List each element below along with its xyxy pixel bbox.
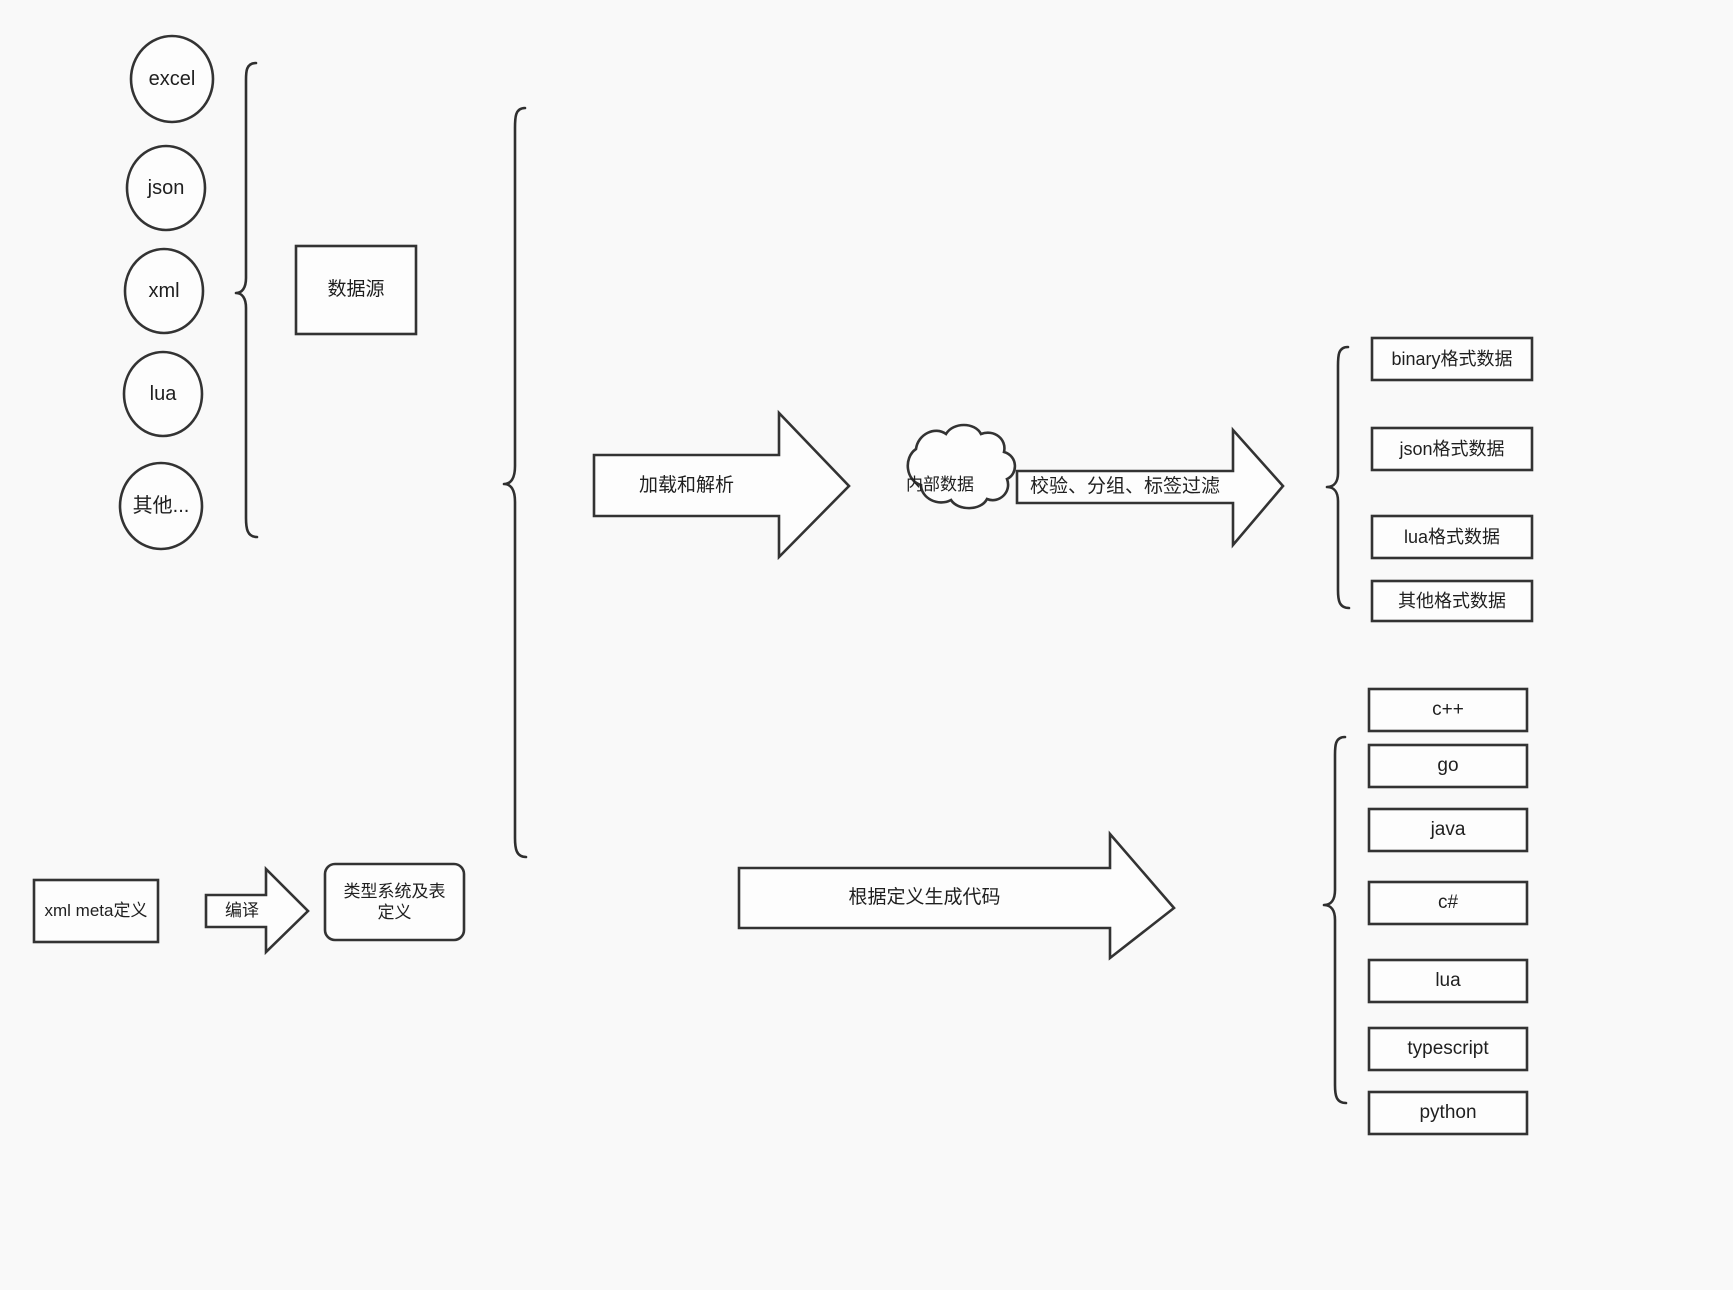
language-box-go-shape[interactable] xyxy=(1367,743,1529,789)
language-box-java-shape[interactable] xyxy=(1367,807,1529,853)
source-node-excel-shape[interactable] xyxy=(129,34,215,124)
language-box-cpp-shape[interactable] xyxy=(1367,687,1529,733)
validate-filter-arrow-shape[interactable] xyxy=(1015,426,1285,549)
load-parse-arrow-shape[interactable] xyxy=(592,409,851,561)
output-format-box-lua-shape[interactable] xyxy=(1370,514,1534,560)
language-box-python-shape[interactable] xyxy=(1367,1090,1529,1136)
output-format-box-binary-shape[interactable] xyxy=(1370,336,1534,382)
output-format-box-other-shape[interactable] xyxy=(1370,579,1534,623)
codegen-arrow-shape[interactable] xyxy=(737,830,1176,961)
type-system-box-shape[interactable] xyxy=(323,862,466,942)
language-box-lua-shape[interactable] xyxy=(1367,958,1529,1004)
output-formats-brace xyxy=(1325,345,1351,610)
output-languages-brace xyxy=(1322,735,1348,1105)
source-node-other-shape[interactable] xyxy=(118,461,204,551)
data-source-box-shape[interactable] xyxy=(294,244,418,336)
output-format-box-json-shape[interactable] xyxy=(1370,426,1534,472)
source-node-xml-shape[interactable] xyxy=(123,247,205,335)
internal-data-cloud-shape[interactable] xyxy=(906,423,1017,510)
source-node-json-shape[interactable] xyxy=(125,144,207,232)
language-box-typescript-shape[interactable] xyxy=(1367,1026,1529,1072)
pipeline-input-brace xyxy=(502,106,528,859)
xml-meta-box-shape[interactable] xyxy=(32,878,160,944)
sources-brace xyxy=(234,61,259,539)
source-node-lua-shape[interactable] xyxy=(122,350,204,438)
language-box-csharp-shape[interactable] xyxy=(1367,880,1529,926)
compile-arrow-shape[interactable] xyxy=(204,865,310,956)
